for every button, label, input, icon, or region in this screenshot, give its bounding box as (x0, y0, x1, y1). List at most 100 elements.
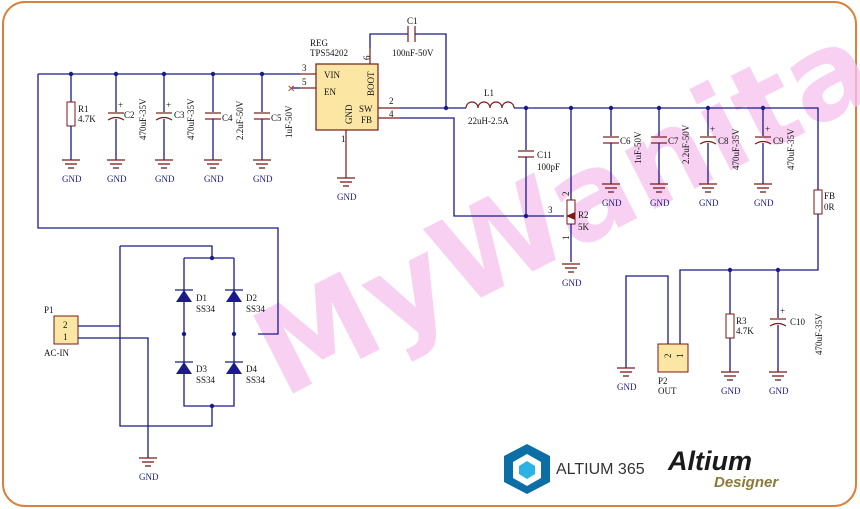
svg-text:2.2uF-50V: 2.2uF-50V (681, 124, 691, 164)
svg-text:GND: GND (602, 198, 622, 208)
svg-text:GND: GND (721, 386, 741, 396)
bridge-rectifier: D1 SS34 D2 SS34 D3 SS34 D4 SS34 2 1 P1 A… (44, 245, 266, 482)
input-caps: + C2 470uF-35V + C3 470uF-35V C4 2.2uF-5… (107, 74, 294, 160)
svg-text:100nF-50V: 100nF-50V (392, 48, 434, 58)
altium365-text: ALTIUM 365 (556, 461, 645, 478)
svg-text:GND: GND (617, 382, 637, 392)
svg-text:1: 1 (63, 332, 68, 342)
c5-value: 1uF-50V (284, 105, 294, 138)
svg-text:22uH-2.5A: 22uH-2.5A (468, 116, 509, 126)
svg-text:3: 3 (548, 205, 553, 215)
svg-text:D2: D2 (246, 293, 257, 303)
designer-text: Designer (714, 474, 779, 491)
svg-text:GND: GND (155, 174, 175, 184)
svg-text:BOOT: BOOT (366, 71, 376, 96)
svg-text:C7: C7 (668, 136, 679, 146)
svg-text:D3: D3 (196, 364, 207, 374)
svg-text:GND: GND (253, 174, 273, 184)
c4-value: 2.2uF-50V (235, 100, 245, 140)
altium-text: Altium (667, 446, 752, 476)
svg-text:GND: GND (562, 278, 582, 288)
svg-text:SS34: SS34 (246, 375, 266, 385)
svg-text:GND: GND (699, 198, 719, 208)
svg-text:2: 2 (561, 192, 571, 197)
svg-text:3: 3 (302, 63, 307, 73)
svg-text:1: 1 (561, 236, 571, 241)
altium-designer-logo: Altium Designer (667, 446, 779, 491)
svg-text:2: 2 (663, 354, 673, 359)
svg-text:GND: GND (337, 192, 357, 202)
c3-plus: + (166, 100, 171, 110)
c2-value: 470uF-35V (138, 98, 148, 140)
svg-text:0R: 0R (824, 202, 835, 212)
svg-text:5: 5 (302, 77, 307, 87)
svg-text:C10: C10 (790, 317, 806, 327)
reg-ic: REG TPS54202 VIN EN GND BOOT SW FB 3 5 1… (300, 38, 400, 202)
c4-ref: C4 (222, 113, 233, 123)
svg-text:100pF: 100pF (537, 162, 560, 172)
svg-text:+: + (765, 124, 770, 134)
c1-boot-cap: C1 100nF-50V (369, 16, 447, 108)
svg-text:GND: GND (344, 104, 354, 124)
svg-text:+: + (780, 306, 785, 316)
svg-text:C6: C6 (620, 136, 631, 146)
svg-text:GND: GND (204, 174, 224, 184)
svg-text:GND: GND (650, 198, 670, 208)
svg-text:✕: ✕ (287, 84, 295, 95)
svg-text:C1: C1 (407, 16, 418, 26)
reg-ref: REG (310, 38, 329, 48)
svg-text:SW: SW (359, 104, 373, 114)
r1-ref: R1 (78, 104, 89, 114)
svg-text:470uF-35V: 470uF-35V (814, 313, 824, 355)
svg-text:EN: EN (324, 87, 336, 97)
c3-ref: C3 (174, 110, 185, 120)
svg-text:C11: C11 (537, 150, 552, 160)
svg-text:SS34: SS34 (246, 304, 266, 314)
svg-text:GND: GND (769, 386, 789, 396)
output-caps: C6 1uF-50V C7 2.2uF-50V + C8 470uF-35V +… (602, 108, 796, 208)
svg-text:GND: GND (107, 174, 127, 184)
svg-text:470uF-35V: 470uF-35V (786, 128, 796, 170)
svg-text:1: 1 (341, 134, 346, 144)
svg-text:GND: GND (754, 198, 774, 208)
svg-text:5K: 5K (578, 222, 590, 232)
svg-text:4: 4 (389, 109, 394, 119)
svg-text:4.7K: 4.7K (736, 326, 754, 336)
svg-text:C8: C8 (718, 136, 729, 146)
altium365-logo: ALTIUM 365 (504, 444, 645, 494)
svg-text:1uF-50V: 1uF-50V (633, 131, 643, 164)
r1-value: 4.7K (78, 114, 96, 124)
svg-text:SS34: SS34 (196, 375, 216, 385)
svg-text:2: 2 (63, 320, 68, 330)
gnd-symbols-input: GND GND GND GND GND (62, 159, 273, 184)
svg-text:GND: GND (139, 472, 159, 482)
svg-text:GND: GND (62, 174, 82, 184)
reg-part: TPS54202 (310, 48, 348, 58)
c5-ref: C5 (271, 113, 282, 123)
svg-text:P1: P1 (44, 305, 54, 315)
svg-text:+: + (710, 124, 715, 134)
svg-text:OUT: OUT (658, 386, 677, 396)
svg-text:2: 2 (389, 96, 394, 106)
svg-text:FB: FB (361, 115, 372, 125)
svg-text:P2: P2 (658, 376, 668, 386)
svg-text:1: 1 (675, 354, 685, 359)
svg-text:AC-IN: AC-IN (44, 348, 69, 358)
svg-text:D1: D1 (196, 293, 207, 303)
svg-text:VIN: VIN (324, 70, 340, 80)
svg-text:R2: R2 (578, 210, 589, 220)
svg-text:R3: R3 (736, 316, 747, 326)
svg-text:6: 6 (362, 55, 372, 60)
svg-text:C9: C9 (773, 136, 784, 146)
r1-resistor: R1 4.7K (66, 74, 96, 160)
c2-plus: + (118, 100, 123, 110)
svg-text:L1: L1 (484, 88, 494, 98)
c2-ref: C2 (124, 110, 135, 120)
svg-text:D4: D4 (246, 364, 257, 374)
svg-text:470uF-35V: 470uF-35V (731, 128, 741, 170)
svg-text:FB: FB (824, 191, 835, 201)
c3-value: 470uF-35V (186, 98, 196, 140)
